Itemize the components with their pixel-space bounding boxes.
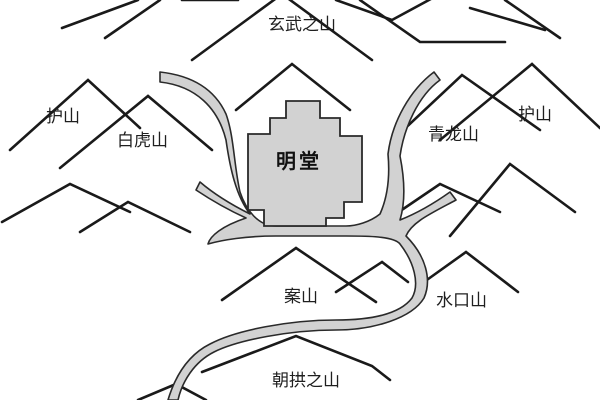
mountain-baihu (58, 94, 214, 170)
label-qinglong: 青龙山 (428, 125, 479, 145)
mountain-anshan-small (334, 260, 410, 294)
mountain-top-left-2 (103, 0, 162, 40)
river-path (159, 71, 457, 400)
mountain-hushan-right (438, 62, 600, 142)
mountain-qinglong (396, 73, 542, 137)
mountain-right-low-2 (448, 162, 577, 238)
label-xuanwu: 玄武之山 (268, 15, 336, 35)
river (159, 71, 457, 400)
mountain-top-right (358, 0, 507, 44)
mountain-hushan-left (8, 78, 142, 152)
mountain-left-low (0, 182, 132, 224)
label-shuikou: 水口山 (436, 291, 487, 311)
label-baihu: 白虎山 (117, 131, 168, 151)
mountain-left-low-2 (78, 200, 192, 234)
label-chaogong: 朝拱之山 (272, 371, 340, 391)
label-anshan: 案山 (284, 287, 318, 307)
mountain-chaogong (200, 334, 392, 382)
mingtang-area (247, 100, 363, 227)
label-hushan-right: 护山 (518, 105, 552, 125)
mountain-top-right-3 (503, 0, 562, 40)
mountain-top-left (60, 0, 140, 30)
label-hushan-left: 护山 (46, 107, 80, 127)
mountain-center-back (234, 62, 352, 112)
mountain-shuikou (422, 250, 520, 294)
mountain-xuanwu (190, 0, 374, 62)
labels: 玄武之山 护山 白虎山 明堂 青龙山 护山 案山 水口山 朝拱之山 (46, 15, 552, 391)
label-mingtang: 明堂 (276, 149, 322, 173)
mountain-top-right-2 (468, 6, 547, 32)
mountain-top-center-right (334, 0, 432, 22)
